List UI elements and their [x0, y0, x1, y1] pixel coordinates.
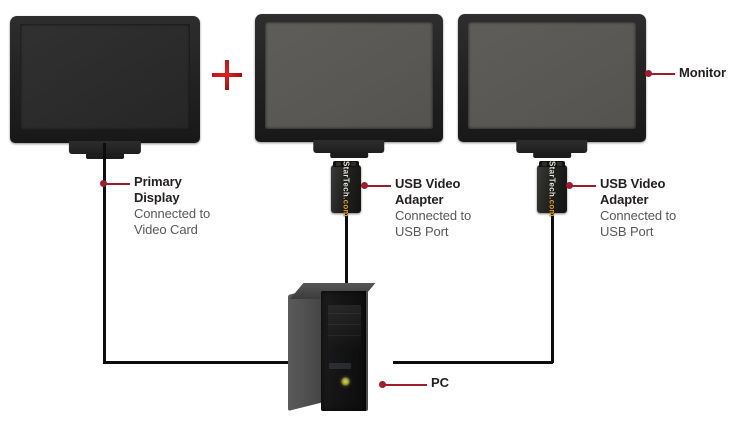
- startech-logo: StarTech.com: [342, 161, 351, 217]
- startech-logo-suffix: .com: [547, 197, 557, 217]
- pc-front-panel: [321, 291, 368, 411]
- callout-dot: [100, 180, 107, 187]
- monitor-screen: [20, 23, 190, 131]
- monitor-primary-display: [10, 16, 200, 159]
- callout-leader-line: [385, 384, 427, 386]
- usb-video-adapter-2: StarTech.com: [537, 161, 567, 217]
- callout-primary-display-text: Primary Display Connected to Video Card: [134, 174, 210, 237]
- pc-tower: [288, 283, 380, 415]
- startech-logo-text: StarTech: [341, 161, 351, 198]
- callout-sub-line-1: Connected to: [134, 205, 211, 221]
- callout-usb-adapter-2-text: USB Video Adapter Connected to USB Port: [600, 176, 676, 239]
- cable-primary-display-horizontal: [103, 361, 303, 364]
- callout-leader-line: [651, 73, 675, 75]
- startech-logo-text: StarTech: [547, 161, 557, 198]
- callout-leader-line: [367, 185, 391, 187]
- callout-title-line-2: Adapter: [395, 191, 444, 207]
- callout-title-line-2: Adapter: [600, 191, 649, 207]
- callout-sub-line-1: Connected to: [395, 207, 472, 223]
- cable-adapter-1: [345, 213, 348, 288]
- monitor-secondary-1: [255, 14, 443, 158]
- callout-dot: [566, 182, 573, 189]
- callout-title: Monitor: [679, 65, 726, 80]
- cable-adapter-2-horizontal: [393, 361, 553, 364]
- callout-monitor-text: Monitor: [679, 65, 726, 81]
- callout-title-line-1: Primary: [134, 174, 182, 189]
- pc-front-ports: [329, 363, 351, 369]
- callout-sub-line-2: Video Card: [134, 221, 198, 237]
- callout-title-line-2: Display: [134, 189, 180, 205]
- adapter-connector-cap: [539, 161, 565, 167]
- pc-power-button[interactable]: [341, 377, 350, 386]
- callout-sub-line-1: Connected to: [600, 207, 677, 223]
- callout-leader-line: [572, 185, 596, 187]
- monitor-stand-foot: [533, 152, 571, 158]
- callout-title-line-1: USB Video: [600, 176, 666, 191]
- callout-dot: [379, 381, 386, 388]
- plus-icon: [212, 60, 242, 90]
- monitor-screen: [265, 21, 433, 130]
- startech-logo-suffix: .com: [341, 197, 351, 217]
- callout-title: PC: [431, 375, 449, 390]
- monitor-stand-foot: [330, 152, 368, 158]
- callout-sub-line-2: USB Port: [600, 223, 654, 239]
- monitor-stand-neck: [516, 140, 588, 153]
- callout-dot: [645, 70, 652, 77]
- pc-side-panel: [288, 286, 322, 411]
- callout-usb-adapter-1-text: USB Video Adapter Connected to USB Port: [395, 176, 471, 239]
- startech-logo: StarTech.com: [548, 161, 557, 217]
- callout-dot: [361, 182, 368, 189]
- adapter-connector-cap: [333, 161, 359, 167]
- usb-video-adapter-1: StarTech.com: [331, 161, 361, 217]
- cable-adapter-2-vertical: [551, 213, 554, 363]
- monitor-screen: [468, 21, 636, 130]
- callout-pc-text: PC: [431, 375, 449, 391]
- cable-primary-display-vertical: [103, 143, 106, 363]
- pc-drive-bays: [328, 305, 361, 349]
- callout-leader-line: [106, 183, 130, 185]
- callout-sub-line-2: USB Port: [395, 223, 449, 239]
- monitor-stand-neck: [313, 140, 385, 153]
- callout-title-line-1: USB Video: [395, 176, 461, 191]
- monitor-secondary-2: [458, 14, 646, 158]
